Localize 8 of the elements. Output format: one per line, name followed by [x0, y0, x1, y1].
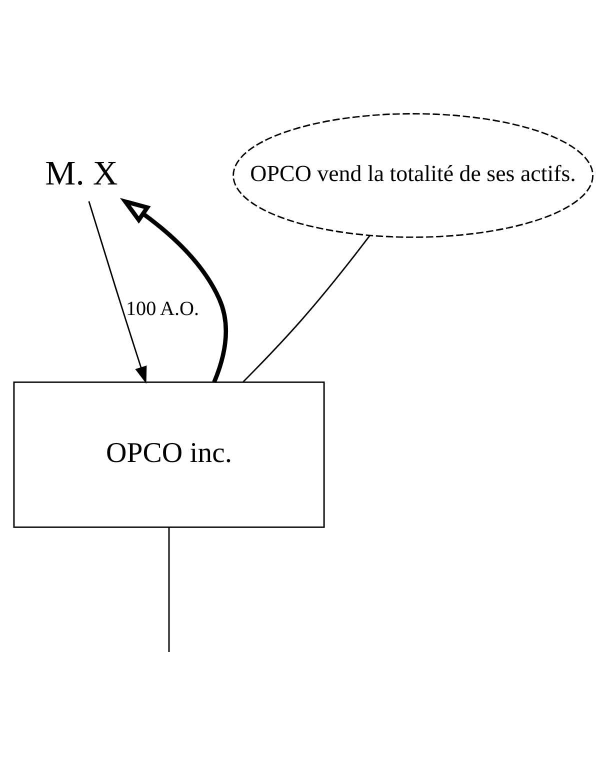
edge-label: 100 A.O.: [126, 298, 200, 320]
arrow: [120, 197, 228, 382]
node-text: M. X: [45, 154, 118, 192]
connector: [242, 234, 370, 382]
node-ellipse: OPCO vend la totalité de ses actifs.: [232, 112, 594, 238]
connector: [168, 526, 170, 652]
arrow: [88, 200, 147, 384]
node-box: OPCO inc.: [13, 380, 325, 528]
